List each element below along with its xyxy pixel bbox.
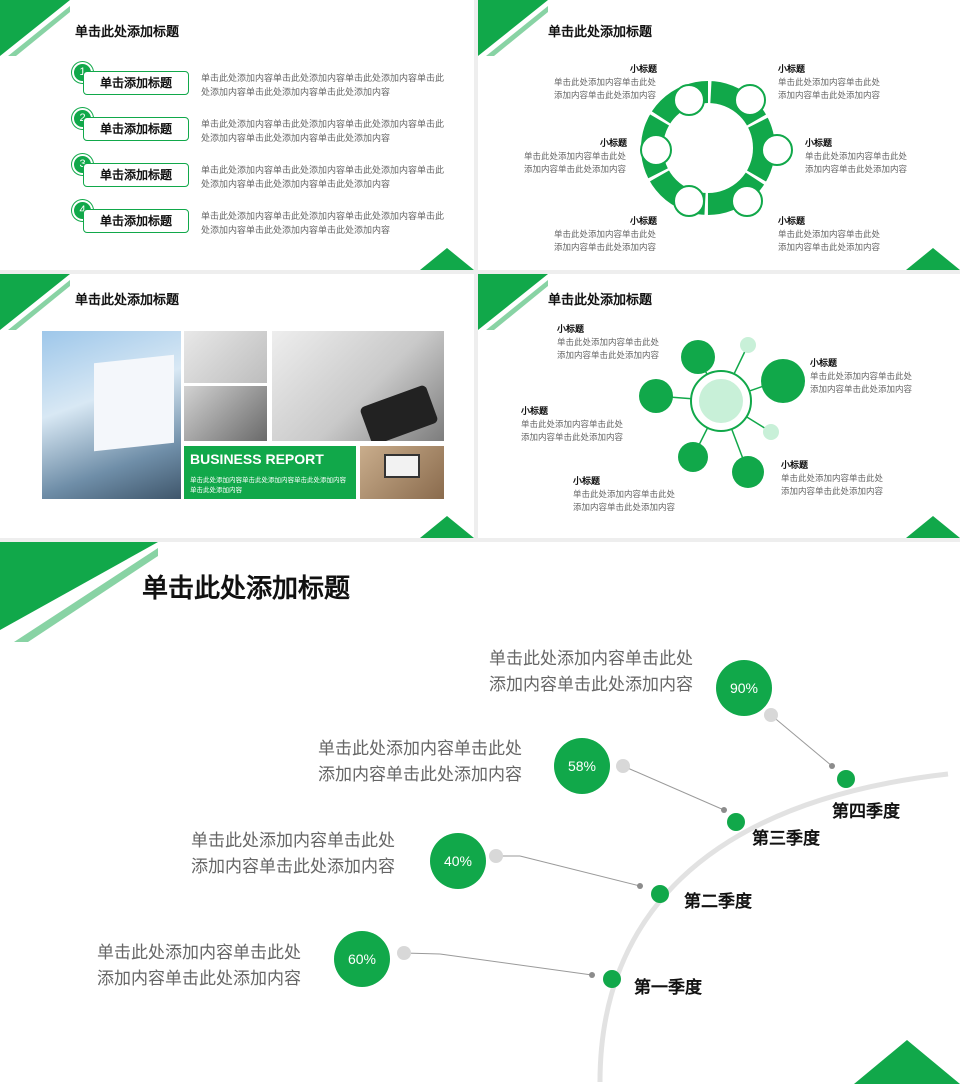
- item-title: 小标题: [630, 216, 658, 226]
- desk-photo: [184, 331, 267, 383]
- chart-search-icon: [640, 134, 672, 166]
- percent-badge: 60%: [334, 931, 390, 987]
- slide-title: 单击此处添加标题: [75, 24, 180, 39]
- corner-triangle-decor: [0, 274, 70, 330]
- item-body: 单击此处添加内容单击此处添加内容单击此处添加内容: [554, 229, 657, 252]
- corner-triangle-decor: [906, 248, 960, 270]
- item-title: 小标题: [778, 216, 806, 226]
- report-banner: BUSINESS REPORT 单击此处添加内容单击此处添加内容单击此处添加内容…: [184, 446, 356, 499]
- item-body: 单击此处添加内容单击此处添加内容单击此处添加内容: [778, 77, 881, 100]
- slide-photos[interactable]: 单击此处添加标题 BUSINESS REPORT 单击此处添加内容单击此处添加内…: [0, 274, 474, 538]
- item-title: 小标题: [778, 64, 806, 74]
- hub-diagram: [639, 337, 805, 488]
- list-item-title[interactable]: 单击添加标题: [83, 163, 189, 187]
- timeline-text: 单击此处添加内容单击此处添加内容单击此处添加内容: [191, 831, 395, 876]
- money-icon: [734, 84, 766, 116]
- item-title: 小标题: [557, 324, 585, 334]
- dollar-icon: [685, 449, 701, 465]
- quarter-label: 第四季度: [832, 802, 900, 821]
- item-title: 小标题: [781, 460, 809, 470]
- item-body: 单击此处添加内容单击此处添加内容单击此处添加内容: [554, 77, 657, 100]
- corner-triangle-decor: [0, 542, 158, 642]
- slide-hub[interactable]: 单击此处添加标题 小标题 单击此处添加内容单击此处添加内容单击此处添加内容 小标…: [478, 274, 960, 538]
- timeline-text: 单击此处添加内容单击此处添加内容单击此处添加内容: [318, 739, 522, 784]
- list-item-body: 单击此处添加内容单击此处添加内容单击此处添加内容单击此处添加内容单击此处添加内容…: [201, 119, 445, 143]
- slide-title: 单击此处添加标题: [75, 292, 180, 307]
- item-body: 单击此处添加内容单击此处添加内容单击此处添加内容: [778, 229, 881, 252]
- item-body: 单击此处添加内容单击此处添加内容单击此处添加内容: [524, 151, 627, 174]
- quarter-label: 第二季度: [684, 892, 752, 911]
- corner-triangle-decor: [420, 248, 474, 270]
- slide-title: 单击此处添加标题: [142, 573, 351, 603]
- item-body: 单击此处添加内容单击此处添加内容单击此处添加内容: [781, 473, 884, 496]
- list-item-body: 单击此处添加内容单击此处添加内容单击此处添加内容单击此处添加内容单击此处添加内容…: [201, 211, 445, 235]
- corner-triangle-decor: [906, 516, 960, 538]
- slide-title: 单击此处添加标题: [548, 292, 653, 307]
- list-item-body: 单击此处添加内容单击此处添加内容单击此处添加内容单击此处添加内容单击此处添加内容…: [201, 165, 445, 189]
- phone-icon: [673, 84, 705, 116]
- card-icon: [689, 348, 705, 364]
- slide-list[interactable]: 单击此处添加标题 1 单击添加标题 单击此处添加内容单击此处添加内容单击此处添加…: [0, 0, 474, 270]
- coins-icon: [648, 388, 664, 404]
- item-title: 小标题: [805, 138, 833, 148]
- timeline-text: 单击此处添加内容单击此处添加内容单击此处添加内容: [489, 649, 693, 694]
- slide-title: 单击此处添加标题: [548, 24, 653, 39]
- workspace-photo: [360, 446, 444, 499]
- corner-triangle-decor: [420, 516, 474, 538]
- cash-icon: [673, 185, 705, 217]
- slide-timeline[interactable]: 单击此处添加标题 90% 单击此处: [0, 542, 960, 1084]
- item-body: 单击此处添加内容单击此处添加内容单击此处添加内容: [521, 419, 624, 442]
- item-title: 小标题: [630, 64, 658, 74]
- item-body: 单击此处添加内容单击此处添加内容单击此处添加内容: [557, 337, 660, 360]
- list-item-title[interactable]: 单击添加标题: [83, 117, 189, 141]
- bar-chart-icon: [761, 134, 793, 166]
- dollar-icon: [731, 185, 763, 217]
- percent-badge: 58%: [554, 738, 610, 794]
- percent-badge: 90%: [716, 660, 772, 716]
- laptop-photo: [42, 331, 181, 499]
- chart-search-icon: [740, 464, 756, 480]
- slide-ring[interactable]: 单击此处添加标题 小标题 单击此处添加内容单击此处添加内容单击此处添加内容 小标…: [478, 0, 960, 270]
- item-title: 小标题: [521, 406, 549, 416]
- item-title: 小标题: [810, 358, 838, 368]
- list-item-body: 单击此处添加内容单击此处添加内容单击此处添加内容单击此处添加内容单击此处添加内容…: [201, 73, 445, 97]
- quarter-label: 第一季度: [634, 978, 702, 997]
- corner-triangle-decor: [478, 0, 548, 56]
- timeline-arc: [397, 708, 949, 1083]
- report-body: 单击此处添加内容单击此处添加内容单击此处添加内容单击此处添加内容: [190, 477, 346, 494]
- item-title: 小标题: [573, 476, 601, 486]
- report-title: BUSINESS REPORT: [190, 451, 324, 467]
- percent-badge: 40%: [430, 833, 486, 889]
- corner-triangle-decor: [0, 0, 70, 56]
- cash-icon: [774, 373, 790, 389]
- corner-triangle-decor: [478, 274, 548, 330]
- calculator-photo: [184, 386, 267, 441]
- list-item-title[interactable]: 单击添加标题: [83, 209, 189, 233]
- notebook-photo: [272, 331, 444, 441]
- item-title: 小标题: [600, 138, 628, 148]
- item-body: 单击此处添加内容单击此处添加内容单击此处添加内容: [805, 151, 908, 174]
- corner-triangle-decor: [854, 1040, 960, 1084]
- item-body: 单击此处添加内容单击此处添加内容单击此处添加内容: [810, 371, 913, 394]
- item-body: 单击此处添加内容单击此处添加内容单击此处添加内容: [573, 489, 676, 512]
- quarter-label: 第三季度: [752, 829, 820, 848]
- list-item-title[interactable]: 单击添加标题: [83, 71, 189, 95]
- timeline-text: 单击此处添加内容单击此处添加内容单击此处添加内容: [97, 943, 301, 988]
